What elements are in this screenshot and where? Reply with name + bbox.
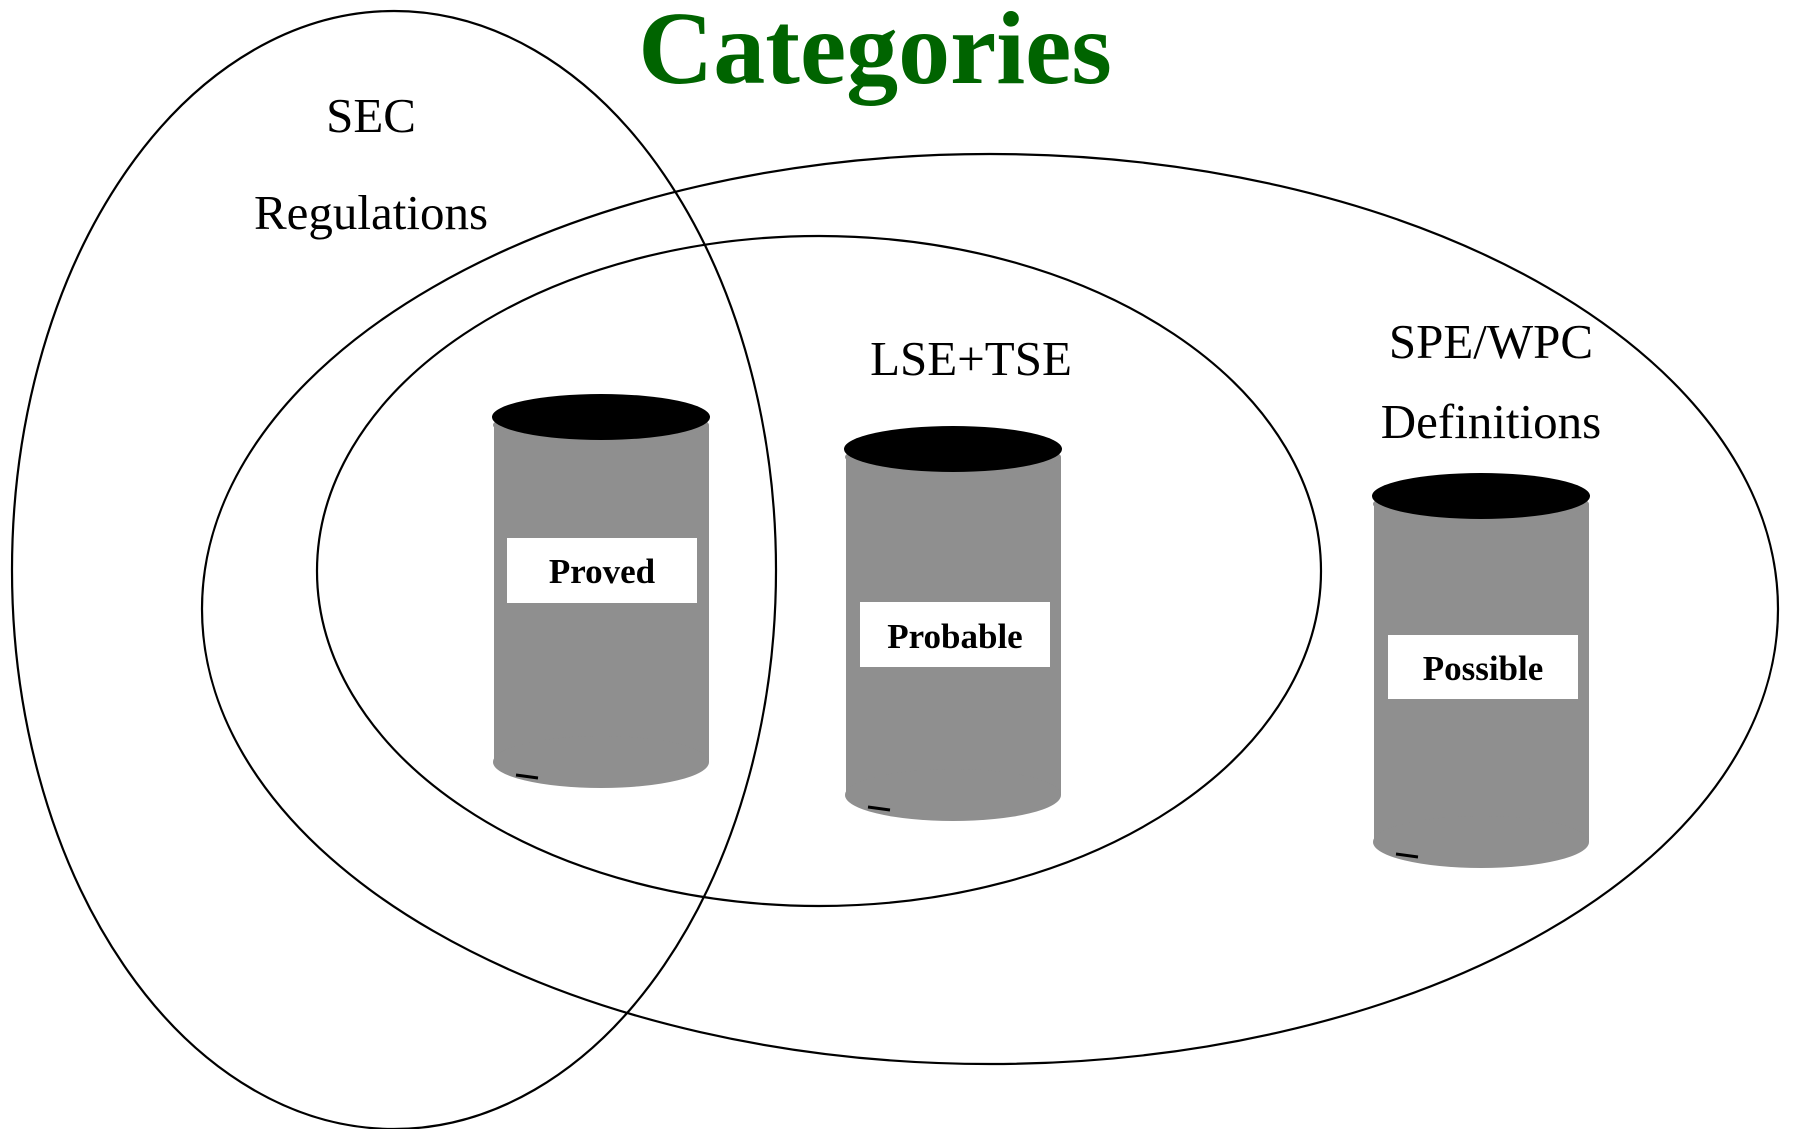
sec-label: SEC (326, 88, 416, 143)
regulations-label: Regulations (254, 185, 488, 240)
proved-label-box (507, 538, 697, 603)
possible-label: Possible (1423, 649, 1544, 688)
proved-barrel: Proved (492, 394, 710, 788)
definitions-label: Definitions (1381, 394, 1601, 449)
probable-label: Probable (887, 617, 1022, 656)
spe-wpc-definitions-ellipse (200, 152, 1780, 1066)
sec-regulations-ellipse (11, 10, 777, 1129)
proved-label: Proved (549, 552, 656, 591)
page-title: Categories (638, 0, 1112, 106)
lse-tse-ellipse (315, 234, 1323, 908)
lse-tse-label: LSE+TSE (870, 331, 1072, 386)
spe-wpc-label: SPE/WPC (1389, 314, 1593, 369)
possible-barrel: Possible (1372, 473, 1590, 868)
probable-barrel: Probable (844, 426, 1062, 821)
probable-label-box (860, 602, 1050, 667)
possible-label-box (1388, 635, 1578, 699)
